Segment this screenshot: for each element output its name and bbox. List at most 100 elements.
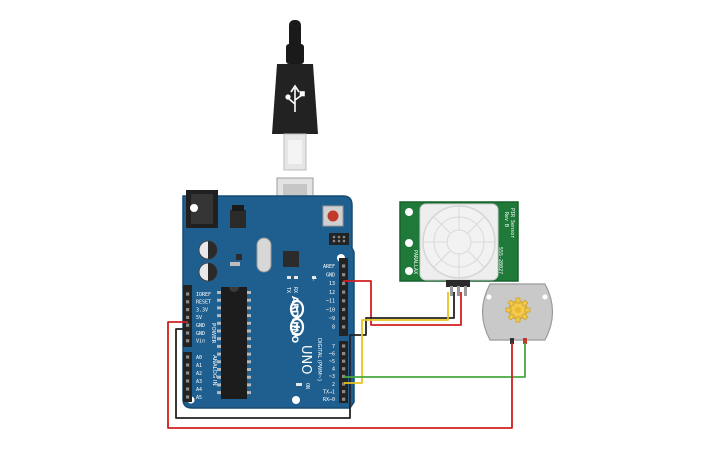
digital-pin-label: ~9 [329, 316, 335, 322]
digital-header-top[interactable] [339, 258, 348, 336]
usb-cable[interactable] [272, 20, 318, 207]
analog-pin-label: A5 [196, 395, 202, 401]
digital-pin[interactable] [342, 352, 346, 356]
power-pin[interactable] [186, 292, 190, 296]
l-led [312, 276, 316, 279]
rx-led [294, 276, 298, 279]
wire-red-pir[interactable] [343, 280, 462, 326]
digital-pin-label: 7 [332, 344, 335, 350]
dc-motor[interactable] [481, 283, 554, 344]
analog-pin[interactable] [186, 363, 190, 367]
digital-pin[interactable] [342, 281, 346, 285]
pir-mount-hole-1 [405, 208, 413, 216]
digital-pin[interactable] [342, 390, 346, 394]
power-pin-label: GND [196, 323, 205, 329]
power-pin-label: IOREF [196, 292, 211, 298]
atmega-chip [217, 287, 251, 399]
analog-pin[interactable] [186, 371, 190, 375]
usb-plug-icon [285, 84, 305, 112]
digital-pin-label: ~6 [329, 351, 335, 357]
digital-pin-label: 12 [329, 290, 335, 296]
power-pin-label: GND [196, 331, 205, 337]
wire-yellow-signal[interactable] [344, 292, 449, 384]
power-section-label: POWER [210, 323, 216, 344]
voltage-regulator [230, 210, 246, 228]
digital-pin-label: 4 [332, 367, 335, 373]
digital-pin[interactable] [342, 359, 346, 363]
pir-pins[interactable] [446, 280, 470, 296]
power-pin[interactable] [186, 300, 190, 304]
pir-part-text: 555-28027 [497, 247, 503, 274]
power-pin[interactable] [186, 339, 190, 343]
digital-pin[interactable] [342, 397, 346, 401]
analog-header[interactable] [183, 352, 192, 402]
analog-pin-label: A3 [196, 379, 202, 385]
analog-pin-label: A4 [196, 387, 202, 393]
motor-terminal-2[interactable] [523, 338, 527, 344]
wire-red-power[interactable] [167, 321, 513, 429]
reset-button-cap[interactable] [327, 210, 339, 222]
tx-led-label: TX [285, 287, 291, 293]
tx-led [287, 276, 291, 279]
digital-header-bottom[interactable] [339, 341, 348, 403]
mount-hole-1 [190, 204, 198, 212]
wire-green-motor[interactable] [344, 343, 526, 378]
digital-pin-label: 2 [332, 382, 335, 388]
power-pin[interactable] [186, 308, 190, 312]
on-led [296, 383, 302, 386]
digital-pin[interactable] [342, 325, 346, 329]
motor-terminal-1[interactable] [510, 338, 514, 344]
digital-pin[interactable] [342, 316, 346, 320]
analog-pin[interactable] [186, 355, 190, 359]
l-led-label: L [311, 278, 317, 281]
digital-pin-label: 8 [332, 325, 335, 331]
analog-pin-label: A1 [196, 363, 202, 369]
digital-pin-label: GND [326, 273, 335, 279]
analog-pin[interactable] [186, 387, 190, 391]
digital-pin[interactable] [342, 374, 346, 378]
wires [167, 280, 526, 429]
pir-mount-hole-2 [405, 239, 413, 247]
digital-pin[interactable] [342, 264, 346, 268]
power-pin-label: 3.3V [196, 307, 208, 313]
mount-hole-3 [292, 396, 300, 404]
digital-pin[interactable] [342, 367, 346, 371]
digital-pin[interactable] [342, 299, 346, 303]
icsp-header [329, 233, 349, 245]
rx-led-label: RX [292, 287, 298, 293]
crystal-oscillator [256, 237, 272, 273]
pir-fresnel-segments [423, 206, 495, 278]
digital-pin-label: ~5 [329, 359, 335, 365]
arduino-model-text: UNO [298, 345, 313, 374]
digital-pin[interactable] [342, 290, 346, 294]
pir-sensor[interactable]: PIR Sensor Rev B 555-28027 PARALLAX [399, 201, 519, 296]
wire-black-ground[interactable] [175, 292, 455, 419]
power-pin-label: 5V [196, 315, 202, 321]
arduino-board[interactable]: TX RX L ARDUINO UNO DIGITAL (PWM~) ANALO… [182, 190, 355, 409]
analog-pin[interactable] [186, 379, 190, 383]
pir-mount-hole-3 [405, 267, 413, 275]
usb-plug-shell-highlight [288, 140, 302, 164]
power-pin-label: Vin [196, 339, 205, 345]
digital-pin[interactable] [342, 273, 346, 277]
power-pin[interactable] [186, 323, 190, 327]
analog-pin[interactable] [186, 395, 190, 399]
arduino-brand-text: ARDUINO [289, 296, 299, 344]
digital-pin[interactable] [342, 382, 346, 386]
power-pin[interactable] [186, 315, 190, 319]
pir-brand-text: PARALLAX [412, 250, 418, 274]
digital-pin-label: 13 [329, 281, 335, 287]
digital-pin[interactable] [342, 307, 346, 312]
digital-pin-label: AREF [323, 264, 335, 270]
gear-icon [505, 297, 531, 323]
digital-pin[interactable] [342, 344, 346, 348]
power-header[interactable] [183, 285, 192, 347]
power-pin[interactable] [186, 331, 190, 335]
analog-section-label: ANALOG IN [211, 355, 217, 386]
